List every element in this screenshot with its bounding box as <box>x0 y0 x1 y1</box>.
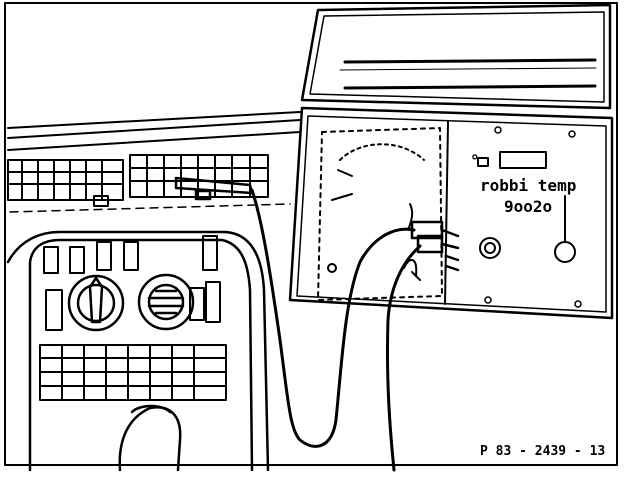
console-switches <box>43 235 218 274</box>
tester-lid <box>300 3 612 110</box>
probe-plug <box>410 220 460 272</box>
tester-brand-line1: robbi temp <box>480 176 576 195</box>
figure-frame <box>4 2 618 466</box>
tester-case <box>288 106 614 320</box>
tester-adjust-knob <box>554 195 576 263</box>
fan-knob <box>137 273 195 331</box>
rocker-switches <box>45 281 221 331</box>
trim-line <box>9 203 291 213</box>
panel-screws <box>484 126 582 308</box>
center-console <box>6 230 270 472</box>
gauge-dial <box>317 127 443 301</box>
dashboard-edge <box>7 111 301 151</box>
left-vent-grille <box>7 159 124 207</box>
gear-lever <box>118 404 182 472</box>
temperature-knob <box>67 274 125 332</box>
probe-cable-sensor <box>385 244 422 472</box>
tester-brand-line2: 9oo2o <box>504 197 552 216</box>
tester-display-window <box>477 151 547 169</box>
tester-degree-mark: ° <box>470 151 480 170</box>
radio-panel <box>39 344 227 401</box>
probe-cable-vent <box>250 188 416 448</box>
figure-code: P 83 - 2439 - 13 <box>480 444 605 459</box>
tester-switch-knob <box>479 237 501 259</box>
